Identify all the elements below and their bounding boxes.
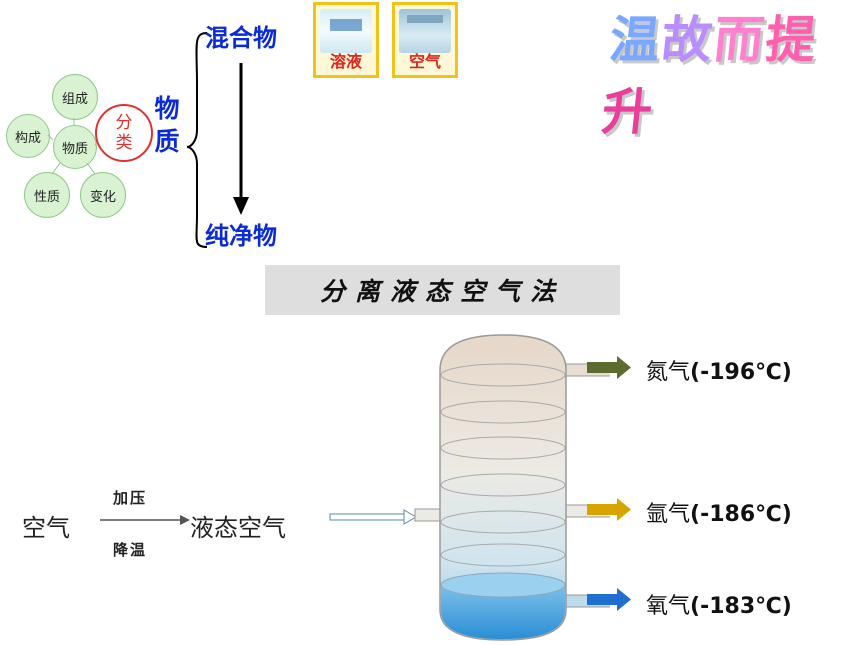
- substance-char: 质: [154, 127, 180, 156]
- wordart-char: 温: [606, 11, 665, 69]
- substance-label: 物 质: [150, 92, 184, 158]
- classify-char: 类: [115, 133, 133, 153]
- node-label: 物质: [61, 141, 88, 157]
- oxygen-label: 氧气(-183℃): [646, 588, 792, 620]
- solution-thumbnail: 溶液: [313, 2, 379, 78]
- oxygen-output-arrow: [587, 588, 631, 611]
- nitrogen-output-arrow: [587, 356, 631, 379]
- cooling-label: 降温: [113, 541, 148, 559]
- pressurize-label: 加压: [113, 489, 148, 507]
- air-thumbnail: 空气: [392, 2, 458, 78]
- classify-circle: 分 类: [95, 104, 153, 162]
- review-wordart-title: 温故而提升: [599, 0, 859, 141]
- mindmap-node-composition: 组成: [52, 74, 98, 120]
- gas-name: 氧气: [646, 594, 691, 619]
- mindmap-node-structure: 构成: [6, 114, 50, 158]
- argon-label: 氩气(-186℃): [646, 496, 792, 528]
- distillation-column: [414, 334, 610, 641]
- node-label: 性质: [33, 189, 60, 205]
- classify-char: 分: [115, 113, 133, 133]
- feed-arrow: [329, 509, 417, 525]
- boiling-point: (-186℃): [690, 502, 792, 527]
- process-arrow: [100, 515, 190, 525]
- pure-substance-label: 纯净物: [205, 222, 277, 250]
- boiling-point: (-196℃): [690, 360, 792, 385]
- air-caption: 空气: [408, 52, 441, 71]
- mindmap-node-properties: 性质: [24, 172, 70, 218]
- liquid-air-label: 液态空气: [190, 514, 286, 542]
- mixture-label: 混合物: [205, 24, 277, 52]
- air-jar-image: [399, 9, 451, 53]
- solution-bottle-image: [320, 9, 372, 53]
- mindmap-node-center: 物质: [53, 125, 97, 169]
- mindmap-node-change: 变化: [80, 172, 126, 218]
- argon-output-arrow: [587, 498, 631, 521]
- boiling-point: (-183℃): [690, 594, 792, 619]
- wordart-char: 故: [658, 11, 717, 69]
- wordart-char: 提: [762, 11, 821, 69]
- air-input-label: 空气: [22, 514, 70, 542]
- wordart-char: 升: [599, 83, 658, 141]
- substance-char: 物: [154, 94, 180, 123]
- method-banner: 分离液态空气法: [265, 265, 620, 315]
- classification-brace: [186, 32, 249, 248]
- gas-name: 氩气: [646, 502, 691, 527]
- node-label: 构成: [14, 130, 41, 146]
- node-label: 组成: [61, 91, 88, 107]
- gas-name: 氮气: [646, 360, 691, 385]
- wordart-char: 而: [710, 11, 769, 69]
- solution-caption: 溶液: [329, 52, 362, 71]
- nitrogen-label: 氮气(-196℃): [646, 354, 792, 386]
- node-label: 变化: [89, 189, 116, 205]
